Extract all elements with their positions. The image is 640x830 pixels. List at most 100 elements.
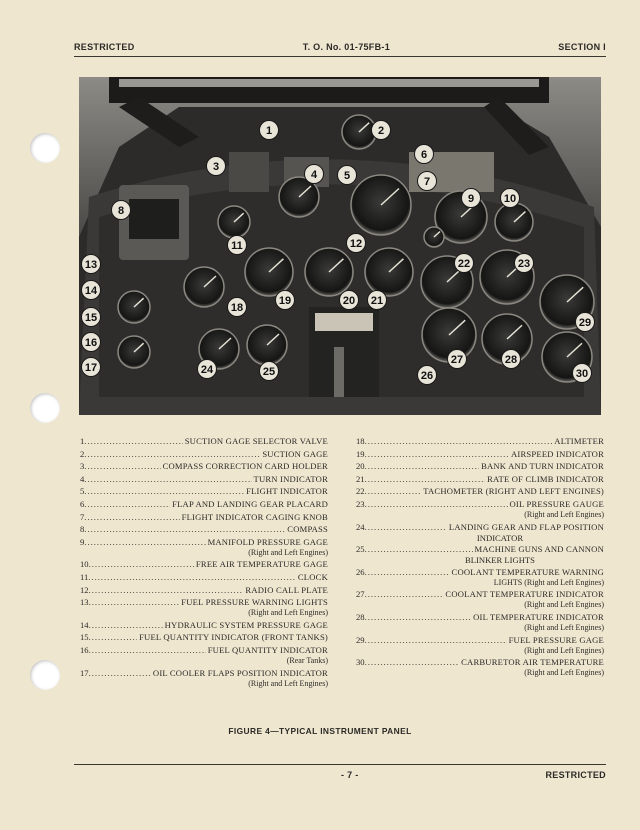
gauge-needle (133, 297, 145, 308)
callout-marker: 8 (111, 200, 131, 220)
callout-number: 26 (421, 370, 433, 382)
callout-number: 17 (85, 362, 97, 374)
legend-item: 17OIL COOLER FLAPS POSITION INDICATOR(Ri… (80, 668, 328, 689)
legend-item-label: RADIO CALL PLATE (245, 584, 328, 595)
legend-item-label: TURN INDICATOR (253, 473, 328, 484)
callout-marker: 23 (514, 253, 534, 273)
legend-item-label: CLOCK (297, 571, 328, 582)
gauge-needle (433, 230, 441, 238)
legend-item-number: 12 (80, 584, 89, 595)
punch-hole (30, 133, 60, 163)
legend-item: 12 RADIO CALL PLATE (80, 585, 328, 596)
callout-number: 2 (378, 125, 384, 137)
leader-dots (84, 537, 205, 548)
callout-marker: 22 (454, 253, 474, 273)
callout-number: 15 (85, 312, 97, 324)
legend-item-number: 16 (80, 644, 89, 655)
gauge-needle (448, 319, 466, 336)
leader-dots (365, 436, 553, 447)
gauge-needle (298, 185, 312, 198)
legend-item: 4 TURN INDICATOR (80, 474, 328, 485)
leader-dots (84, 512, 179, 523)
callout-marker: 21 (367, 290, 387, 310)
legend-item-subtext: (Right and Left Engines) (524, 668, 604, 678)
legend-item-number: 11 (80, 571, 89, 582)
legend-item: 21RATE OF CLIMB INDICATOR (356, 474, 604, 485)
callout-marker: 12 (346, 233, 366, 253)
leader-dots (365, 449, 509, 460)
leader-dots (84, 486, 244, 497)
legend-item: 27COOLANT TEMPERATURE INDICATOR(Right an… (356, 589, 604, 610)
callout-marker: 13 (81, 254, 101, 274)
leader-dots (365, 461, 479, 472)
callout-number: 23 (518, 258, 530, 270)
callout-marker: 14 (81, 280, 101, 300)
callout-number: 1 (266, 125, 272, 137)
callout-number: 3 (213, 161, 219, 173)
callout-number: 7 (424, 176, 430, 188)
legend-item-number: 24 (356, 521, 365, 532)
legend-item-number: 19 (356, 448, 365, 459)
gauge-needle (266, 333, 280, 346)
legend-item: 28OIL TEMPERATURE INDICATOR(Right and Le… (356, 612, 604, 633)
legend-item-subtext: (Rear Tanks) (286, 655, 328, 665)
callout-number: 28 (505, 354, 517, 366)
leader-dots (89, 585, 244, 596)
legend-item: 7FLIGHT INDICATOR CAGING KNOB (80, 512, 328, 523)
legend-item-number: 8 (80, 524, 85, 535)
legend-item: 29FUEL PRESSURE GAGE(Right and Left Engi… (356, 635, 604, 656)
legend-item-subtext: (Right and Left Engines) (524, 600, 604, 610)
legend-item-label: COMPASS CORRECTION CARD HOLDER (162, 461, 328, 472)
legend-item-label: HYDRAULIC SYSTEM PRESSURE GAGE (164, 619, 328, 630)
callout-marker: 28 (501, 349, 521, 369)
callout-marker: 7 (417, 171, 437, 191)
legend-item-number: 27 (356, 589, 365, 600)
leader-dots (89, 632, 137, 643)
header-rule (74, 56, 606, 57)
callout-number: 10 (504, 193, 516, 205)
callout-number: 27 (451, 354, 463, 366)
legend-item-number: 18 (356, 436, 365, 446)
legend-item: 11 CLOCK (80, 572, 328, 583)
gauge-needle (380, 187, 400, 206)
callout-marker: 16 (81, 332, 101, 352)
legend-item-number: 20 (356, 461, 365, 472)
legend-item-number: 4 (80, 473, 85, 484)
callout-marker: 26 (417, 365, 437, 385)
legend-item-label: FREE AIR TEMPERATURE GAGE (195, 559, 328, 570)
legend-item-number: 26 (356, 566, 365, 577)
callout-number: 4 (311, 169, 318, 181)
leader-dots (89, 597, 180, 608)
legend-item-number: 2 (80, 448, 85, 459)
callout-number: 21 (371, 295, 383, 307)
leader-dots (365, 486, 422, 497)
leader-dots (84, 524, 285, 535)
legend-item-label: ALTIMETER (554, 436, 604, 446)
legend-item-label: FLIGHT INDICATOR (246, 486, 328, 497)
legend-item-subtext: (Right and Left Engines) (524, 645, 604, 655)
callout-marker: 27 (447, 349, 467, 369)
legend-item: 3COMPASS CORRECTION CARD HOLDER (80, 461, 328, 472)
legend-item-label: SUCTION GAGE (262, 448, 328, 459)
legend-item-label: MACHINE GUNS AND CANNON (474, 544, 604, 555)
legend-item-number: 9 (80, 536, 85, 547)
legend-right-column: 18ALTIMETER19AIRSPEED INDICATOR20BANK AN… (356, 436, 604, 690)
legend-item: 1SUCTION GAGE SELECTOR VALVE (80, 436, 328, 447)
legend-item-number: 21 (356, 473, 365, 484)
legend-item: 23OIL PRESSURE GAUGE(Right and Left Engi… (356, 499, 604, 520)
legend-item-label: FUEL PRESSURE WARNING LIGHTS (181, 597, 328, 608)
leader-dots (365, 567, 450, 578)
callout-number: 24 (201, 364, 214, 376)
callout-marker: 17 (81, 357, 101, 377)
leader-dots (365, 657, 460, 668)
gauge-needle (133, 342, 145, 353)
callout-marker: 1 (259, 120, 279, 140)
legend-item-number: 14 (80, 619, 89, 630)
callout-marker: 24 (197, 359, 217, 379)
legend-item: 9MANIFOLD PRESSURE GAGE(Right and Left E… (80, 537, 328, 558)
callout-number: 14 (85, 285, 98, 297)
callout-marker: 18 (227, 297, 247, 317)
